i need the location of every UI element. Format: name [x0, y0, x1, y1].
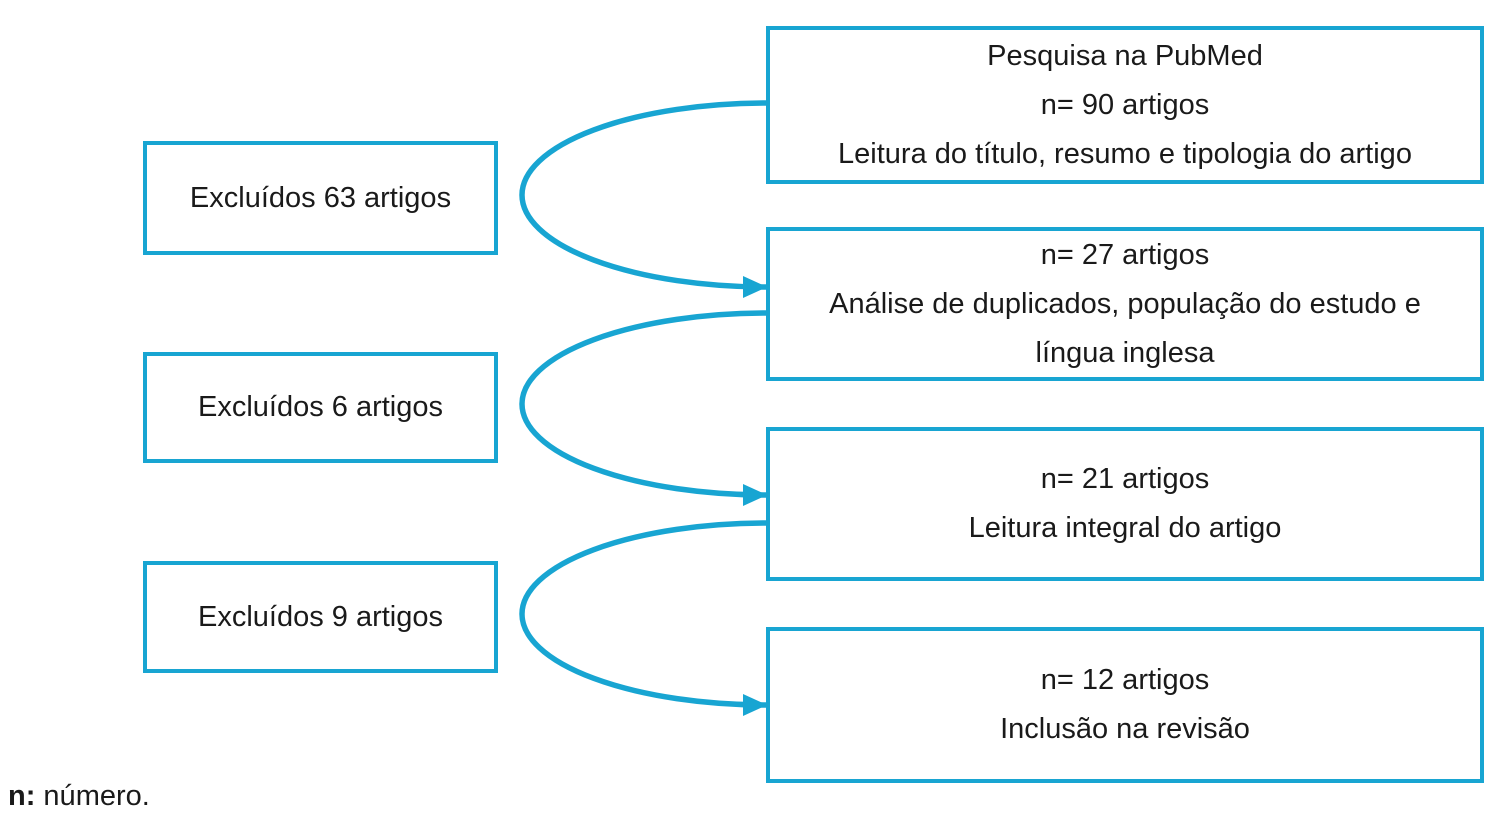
footnote-text: número.: [35, 780, 150, 812]
footnote: n: número.: [8, 779, 150, 813]
stage-box-2: n= 27 artigos Análise de duplicados, pop…: [766, 227, 1484, 381]
flow-arrow-1: [519, 100, 768, 290]
arrowhead-icon-3: [743, 694, 767, 716]
arrowhead-icon-1: [743, 276, 767, 298]
stage-line: n= 90 artigos: [1040, 88, 1210, 121]
arrowhead-icon-2: [743, 484, 767, 506]
stage-line: língua inglesa: [1035, 336, 1215, 369]
flow-arrow-2: [519, 310, 768, 498]
stage-line: Leitura integral do artigo: [968, 512, 1282, 544]
stage-line: Inclusão na revisão: [1000, 713, 1250, 745]
stage-box-4: n= 12 artigos Inclusão na revisão: [766, 627, 1484, 783]
footnote-term: n:: [8, 780, 36, 812]
exclusion-label: Excluídos 9 artigos: [197, 600, 443, 633]
exclusion-box-3: Excluídos 9 artigos: [143, 561, 498, 673]
flow-arrow-3: [519, 520, 768, 708]
stage-line: Pesquisa na PubMed: [987, 39, 1263, 72]
stage-line: n= 27 artigos: [1040, 238, 1210, 271]
stage-box-1: Pesquisa na PubMed n= 90 artigos Leitura…: [766, 26, 1484, 184]
stage-box-3: n= 21 artigos Leitura integral do artigo: [766, 427, 1484, 581]
exclusion-box-2: Excluídos 6 artigos: [143, 352, 498, 463]
exclusion-label: Excluídos 63 artigos: [189, 181, 452, 214]
exclusion-box-1: Excluídos 63 artigos: [143, 141, 498, 255]
exclusion-label: Excluídos 6 artigos: [197, 391, 443, 423]
stage-line: Leitura do título, resumo e tipologia do…: [838, 137, 1412, 170]
stage-line: Análise de duplicados, população do estu…: [829, 287, 1421, 320]
stage-line: n= 12 artigos: [1040, 664, 1210, 696]
stage-line: n= 21 artigos: [1040, 463, 1210, 495]
